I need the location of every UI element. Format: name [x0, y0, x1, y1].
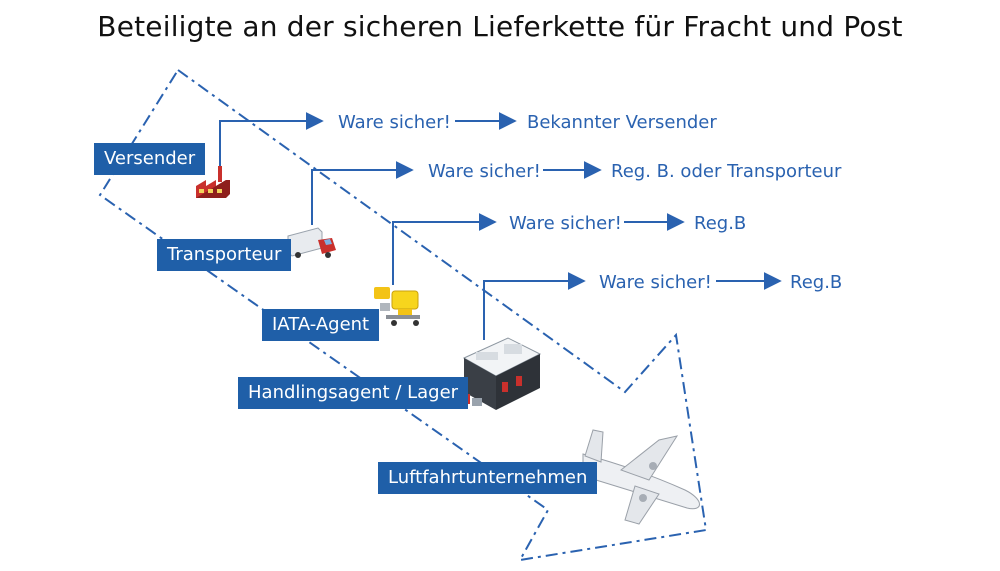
- role-label-iata-agent: IATA-Agent: [262, 309, 380, 341]
- role-label-handlingsagent: Handlingsagent / Lager: [238, 377, 469, 409]
- flow-line-4: [483, 272, 586, 340]
- page-title: Beteiligte an der sicheren Lieferkette f…: [97, 10, 903, 43]
- flow-line-3: [392, 213, 497, 285]
- flow-status-2: Ware sicher!: [428, 161, 541, 182]
- flow-result-3: Reg.B: [694, 213, 746, 234]
- role-label-versender: Versender: [94, 143, 206, 175]
- factory-icon: [196, 166, 230, 198]
- flow-status-1: Ware sicher!: [338, 112, 451, 133]
- flow-result-1: Bekannter Versender: [527, 112, 717, 133]
- flow-status-4: Ware sicher!: [599, 272, 712, 293]
- flow-result-4: Reg.B: [790, 272, 842, 293]
- flow-result-2: Reg. B. oder Transporteur: [611, 161, 842, 182]
- flow-line-1: [219, 112, 324, 168]
- truck-icon: [287, 227, 336, 258]
- role-label-transporteur: Transporteur: [157, 239, 292, 271]
- airplane-icon: [582, 429, 700, 525]
- flow-status-3: Ware sicher!: [509, 213, 622, 234]
- role-label-luftfahrtunternehmen: Luftfahrtunternehmen: [378, 462, 598, 494]
- forklift-icon: [374, 287, 420, 326]
- warehouse-icon: [458, 337, 542, 410]
- flow-line-2: [311, 161, 414, 225]
